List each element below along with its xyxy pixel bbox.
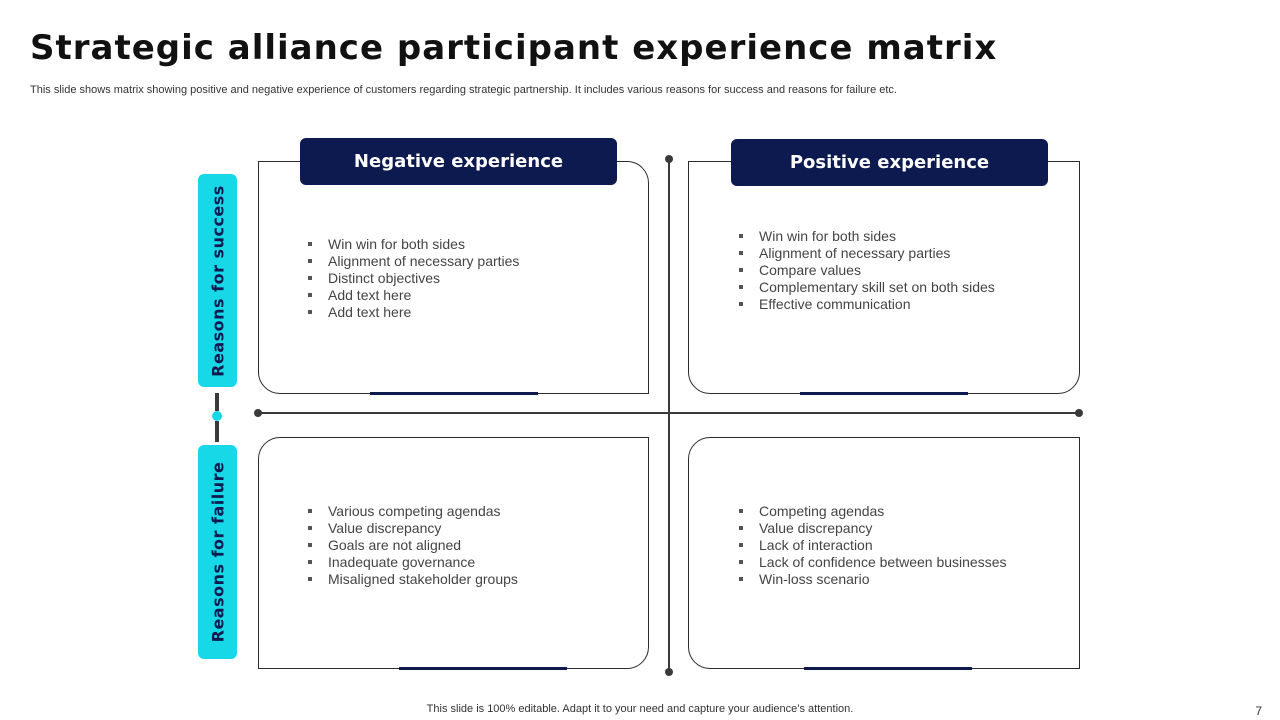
list-success-negative: Win win for both sides Alignment of nece…	[308, 236, 519, 321]
list-item: Win win for both sides	[308, 236, 519, 253]
side-label-failure-text: Reasons for failure	[208, 461, 227, 643]
side-label-failure: Reasons for failure	[198, 445, 237, 659]
side-connector-dot	[212, 411, 222, 421]
quadrant-success-positive	[688, 161, 1080, 394]
header-negative-experience: Negative experience	[300, 138, 617, 185]
side-label-success-text: Reasons for success	[208, 184, 227, 377]
quadrant-accent-bar	[370, 392, 538, 395]
list-item: Value discrepancy	[308, 520, 518, 537]
quadrant-success-negative	[258, 161, 649, 394]
header-positive-experience: Positive experience	[731, 139, 1048, 186]
quadrant-accent-bar	[399, 667, 567, 670]
axis-right-dot	[1075, 409, 1083, 417]
list-success-positive: Win win for both sides Alignment of nece…	[739, 228, 995, 313]
list-item: Value discrepancy	[739, 520, 1007, 537]
list-item: Compare values	[739, 262, 995, 279]
quadrant-failure-positive	[688, 437, 1080, 669]
page-subtitle: This slide shows matrix showing positive…	[30, 84, 897, 96]
axis-top-dot	[665, 155, 673, 163]
list-item: Win win for both sides	[739, 228, 995, 245]
list-item: Various competing agendas	[308, 503, 518, 520]
list-item: Add text here	[308, 304, 519, 321]
list-item: Lack of interaction	[739, 537, 1007, 554]
list-item: Lack of confidence between businesses	[739, 554, 1007, 571]
list-item: Win-loss scenario	[739, 571, 1007, 588]
quadrant-accent-bar	[800, 392, 968, 395]
page-number: 7	[1255, 704, 1262, 718]
quadrant-accent-bar	[804, 667, 972, 670]
side-connector	[215, 421, 219, 442]
list-item: Add text here	[308, 287, 519, 304]
list-item: Alignment of necessary parties	[308, 253, 519, 270]
axis-left-dot	[254, 409, 262, 417]
footer-note: This slide is 100% editable. Adapt it to…	[426, 703, 854, 715]
list-item: Effective communication	[739, 296, 995, 313]
horizontal-axis	[258, 412, 1080, 414]
list-item: Complementary skill set on both sides	[739, 279, 995, 296]
side-label-success: Reasons for success	[198, 174, 237, 387]
page-title: Strategic alliance participant experienc…	[30, 28, 998, 68]
side-connector	[215, 393, 219, 411]
list-item: Competing agendas	[739, 503, 1007, 520]
list-item: Alignment of necessary parties	[739, 245, 995, 262]
list-failure-negative: Various competing agendas Value discrepa…	[308, 503, 518, 588]
vertical-axis	[668, 158, 670, 672]
list-item: Inadequate governance	[308, 554, 518, 571]
list-failure-positive: Competing agendas Value discrepancy Lack…	[739, 503, 1007, 588]
axis-bottom-dot	[665, 668, 673, 676]
list-item: Goals are not aligned	[308, 537, 518, 554]
list-item: Misaligned stakeholder groups	[308, 571, 518, 588]
list-item: Distinct objectives	[308, 270, 519, 287]
